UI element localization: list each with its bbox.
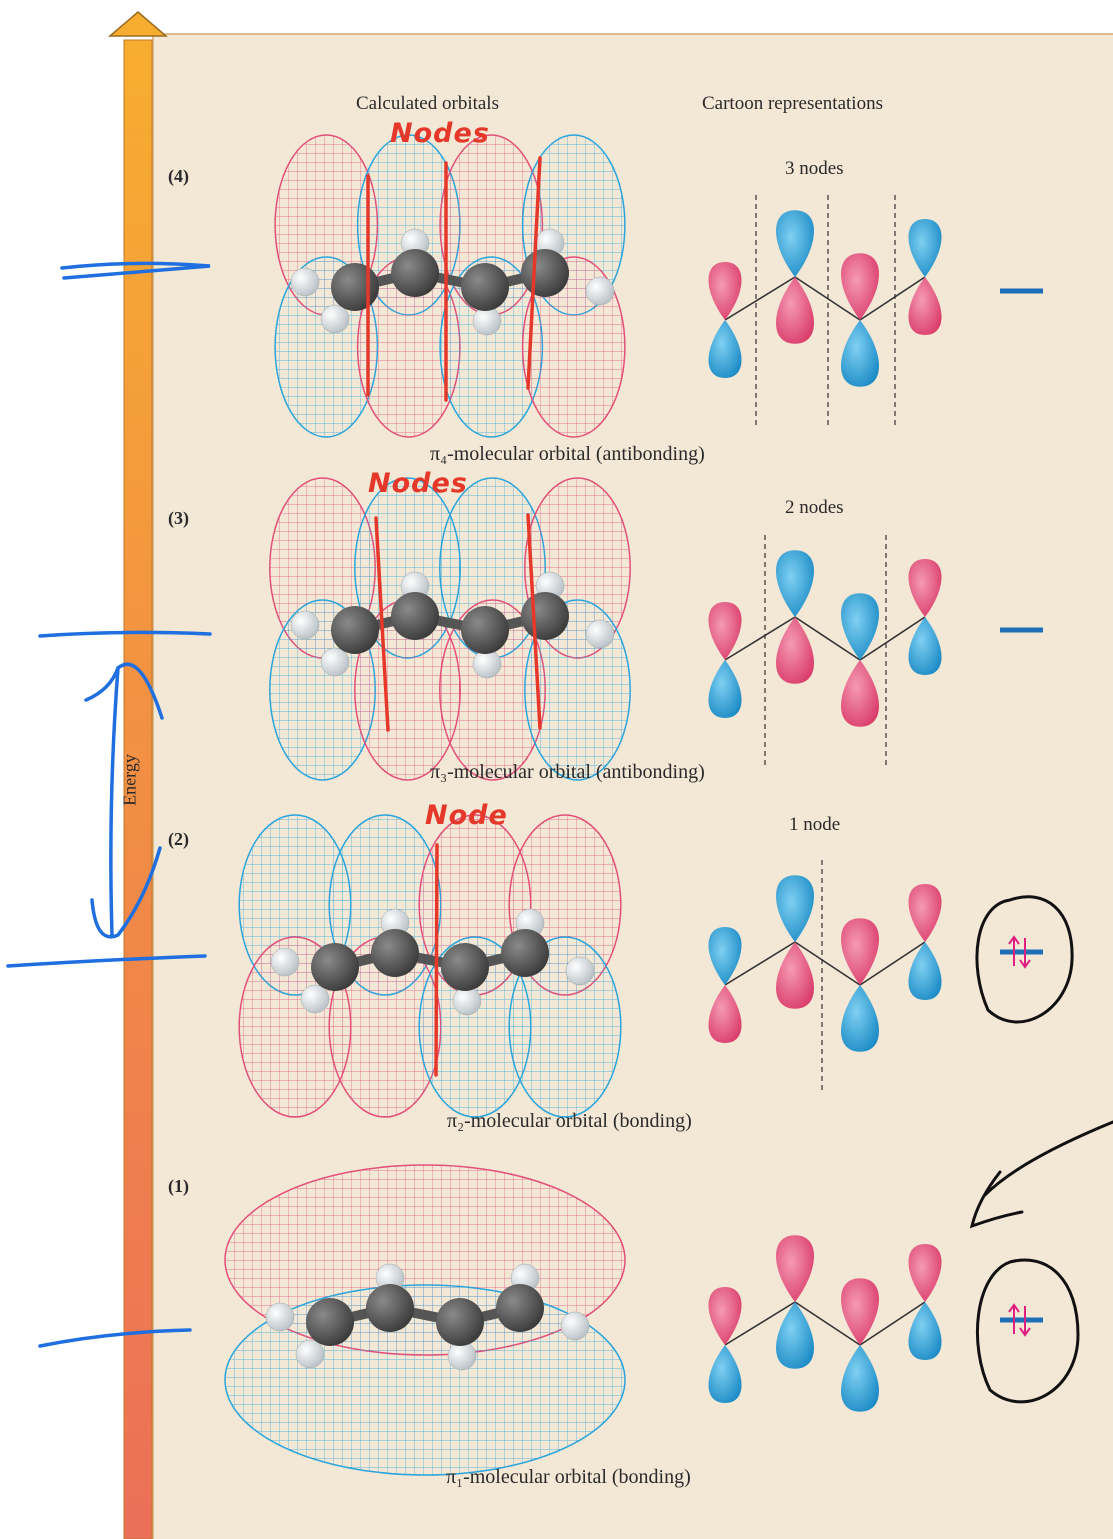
hydrogen-atom xyxy=(321,648,349,676)
carbon-atom xyxy=(521,249,569,297)
header-calculated-orbitals: Calculated orbitals xyxy=(356,93,499,115)
carbon-atom xyxy=(441,943,489,991)
hydrogen-atom xyxy=(586,277,614,305)
hydrogen-atom xyxy=(291,268,319,296)
carbon-atom xyxy=(461,606,509,654)
handwritten-node-2: Node xyxy=(425,800,508,831)
hydrogen-atom xyxy=(321,305,349,333)
red-node-line xyxy=(436,845,437,1075)
hydrogen-atom xyxy=(586,620,614,648)
carbon-atom xyxy=(501,929,549,977)
level-number-2: (2) xyxy=(168,829,189,850)
handwritten-nodes-4: Nodes xyxy=(390,118,490,149)
hydrogen-atom xyxy=(301,985,329,1013)
carbon-atom xyxy=(371,929,419,977)
carbon-atom xyxy=(311,943,359,991)
calculated-orbital-1 xyxy=(225,1165,625,1475)
header-cartoon-representations: Cartoon representations xyxy=(702,93,883,115)
hydrogen-atom xyxy=(566,957,594,985)
caption-pi3: π₃-molecular orbital (antibonding) xyxy=(430,761,705,784)
hydrogen-atom xyxy=(473,650,501,678)
hydrogen-atom xyxy=(473,307,501,335)
hydrogen-atom xyxy=(453,987,481,1015)
hydrogen-atom xyxy=(266,1303,294,1331)
caption-pi1: π₁-molecular orbital (bonding) xyxy=(446,1466,691,1489)
node-count-3: 2 nodes xyxy=(785,497,844,519)
carbon-atom xyxy=(331,263,379,311)
carbon-atom xyxy=(461,263,509,311)
carbon-atom xyxy=(521,592,569,640)
carbon-atom xyxy=(391,592,439,640)
level-number-3: (3) xyxy=(168,508,189,529)
hydrogen-atom xyxy=(296,1340,324,1368)
hydrogen-atom xyxy=(291,611,319,639)
caption-pi2: π₂-molecular orbital (bonding) xyxy=(447,1110,692,1133)
hydrogen-atom xyxy=(561,1312,589,1340)
level-number-4: (4) xyxy=(168,166,189,187)
carbon-atom xyxy=(391,249,439,297)
energy-axis-label: Energy xyxy=(120,754,141,806)
pen-arrow-shaft xyxy=(111,668,118,935)
level-number-1: (1) xyxy=(168,1176,189,1197)
node-count-2: 1 node xyxy=(789,814,840,836)
carbon-atom xyxy=(331,606,379,654)
caption-pi4: π₄-molecular orbital (antibonding) xyxy=(430,443,705,466)
hydrogen-atom xyxy=(448,1342,476,1370)
handwritten-nodes-3: Nodes xyxy=(368,468,468,499)
carbon-atom xyxy=(366,1284,414,1332)
hydrogen-atom xyxy=(271,948,299,976)
carbon-atom xyxy=(436,1298,484,1346)
node-count-4: 3 nodes xyxy=(785,158,844,180)
energy-axis-arrowhead xyxy=(110,12,166,36)
carbon-atom xyxy=(306,1298,354,1346)
carbon-atom xyxy=(496,1284,544,1332)
